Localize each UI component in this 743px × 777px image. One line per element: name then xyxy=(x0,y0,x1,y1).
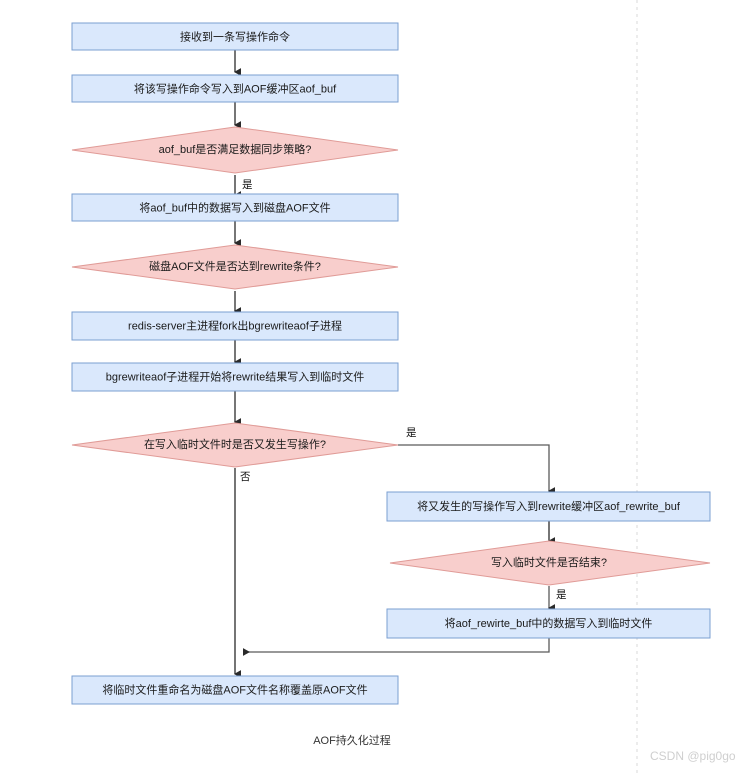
node-label: bgrewriteaof子进程开始将rewrite结果写入到临时文件 xyxy=(106,369,365,383)
node-receive-write-command[interactable]: 接收到一条写操作命令 xyxy=(71,22,399,51)
node-label: 将aof_rewirte_buf中的数据写入到临时文件 xyxy=(445,616,653,630)
node-shape-process xyxy=(386,491,711,522)
node-bgrewriteaof-write-temp-file[interactable]: bgrewriteaof子进程开始将rewrite结果写入到临时文件 xyxy=(71,362,399,392)
node-shape-decision xyxy=(71,422,399,468)
edge-label-d3-no: 否 xyxy=(240,471,251,483)
node-label: 磁盘AOF文件是否达到rewrite条件? xyxy=(149,259,321,273)
node-label: 将该写操作命令写入到AOF缓冲区aof_buf xyxy=(134,81,337,95)
node-label: 将aof_buf中的数据写入到磁盘AOF文件 xyxy=(139,200,330,214)
node-shape-process xyxy=(71,362,399,392)
node-shape-process xyxy=(71,193,399,222)
node-shape-decision xyxy=(389,540,711,586)
watermark-label: CSDN @pig0go xyxy=(650,749,736,763)
decision-aof-rewrite-condition[interactable]: 磁盘AOF文件是否达到rewrite条件? xyxy=(71,244,399,290)
node-label: aof_buf是否满足数据同步策略? xyxy=(159,142,312,156)
node-write-rewrite-buf-to-temp-file[interactable]: 将aof_rewirte_buf中的数据写入到临时文件 xyxy=(386,608,711,639)
edges-group xyxy=(233,50,555,678)
edge-label-d1-yes: 是 xyxy=(242,179,253,191)
node-shape-process xyxy=(386,608,711,639)
node-shape-process xyxy=(71,74,399,103)
node-write-to-aof-buf[interactable]: 将该写操作命令写入到AOF缓冲区aof_buf xyxy=(71,74,399,103)
node-label: 在写入临时文件时是否又发生写操作? xyxy=(144,437,326,451)
decision-write-during-temp-file[interactable]: 在写入临时文件时是否又发生写操作? xyxy=(71,422,399,468)
node-label: redis-server主进程fork出bgrewriteaof子进程 xyxy=(128,318,342,332)
edge-d3-yes-n6 xyxy=(398,444,555,495)
node-label: 写入临时文件是否结束? xyxy=(491,555,607,569)
edge-n7-return xyxy=(242,638,550,656)
node-shape-process xyxy=(71,311,399,341)
node-fork-bgrewriteaof[interactable]: redis-server主进程fork出bgrewriteaof子进程 xyxy=(71,311,399,341)
node-shape-decision xyxy=(71,126,399,174)
node-label: 将又发生的写操作写入到rewrite缓冲区aof_rewrite_buf xyxy=(417,499,681,513)
decision-temp-file-write-finished[interactable]: 写入临时文件是否结束? xyxy=(389,540,711,586)
node-write-aof-buf-to-disk[interactable]: 将aof_buf中的数据写入到磁盘AOF文件 xyxy=(71,193,399,222)
node-label: 将临时文件重命名为磁盘AOF文件名称覆盖原AOF文件 xyxy=(102,682,367,696)
node-shape-process xyxy=(71,22,399,51)
decision-aof-buf-sync-policy[interactable]: aof_buf是否满足数据同步策略? xyxy=(71,126,399,174)
node-rename-temp-file[interactable]: 将临时文件重命名为磁盘AOF文件名称覆盖原AOF文件 xyxy=(71,675,399,705)
node-shape-process xyxy=(71,675,399,705)
edge-label-d3-yes: 是 xyxy=(406,427,417,439)
diagram-caption: AOF持久化过程 xyxy=(313,733,391,747)
node-label: 接收到一条写操作命令 xyxy=(180,29,290,43)
node-shape-decision xyxy=(71,244,399,290)
edge-label-d4-yes: 是 xyxy=(556,589,567,601)
node-write-to-aof-rewrite-buf[interactable]: 将又发生的写操作写入到rewrite缓冲区aof_rewrite_buf xyxy=(386,491,711,522)
